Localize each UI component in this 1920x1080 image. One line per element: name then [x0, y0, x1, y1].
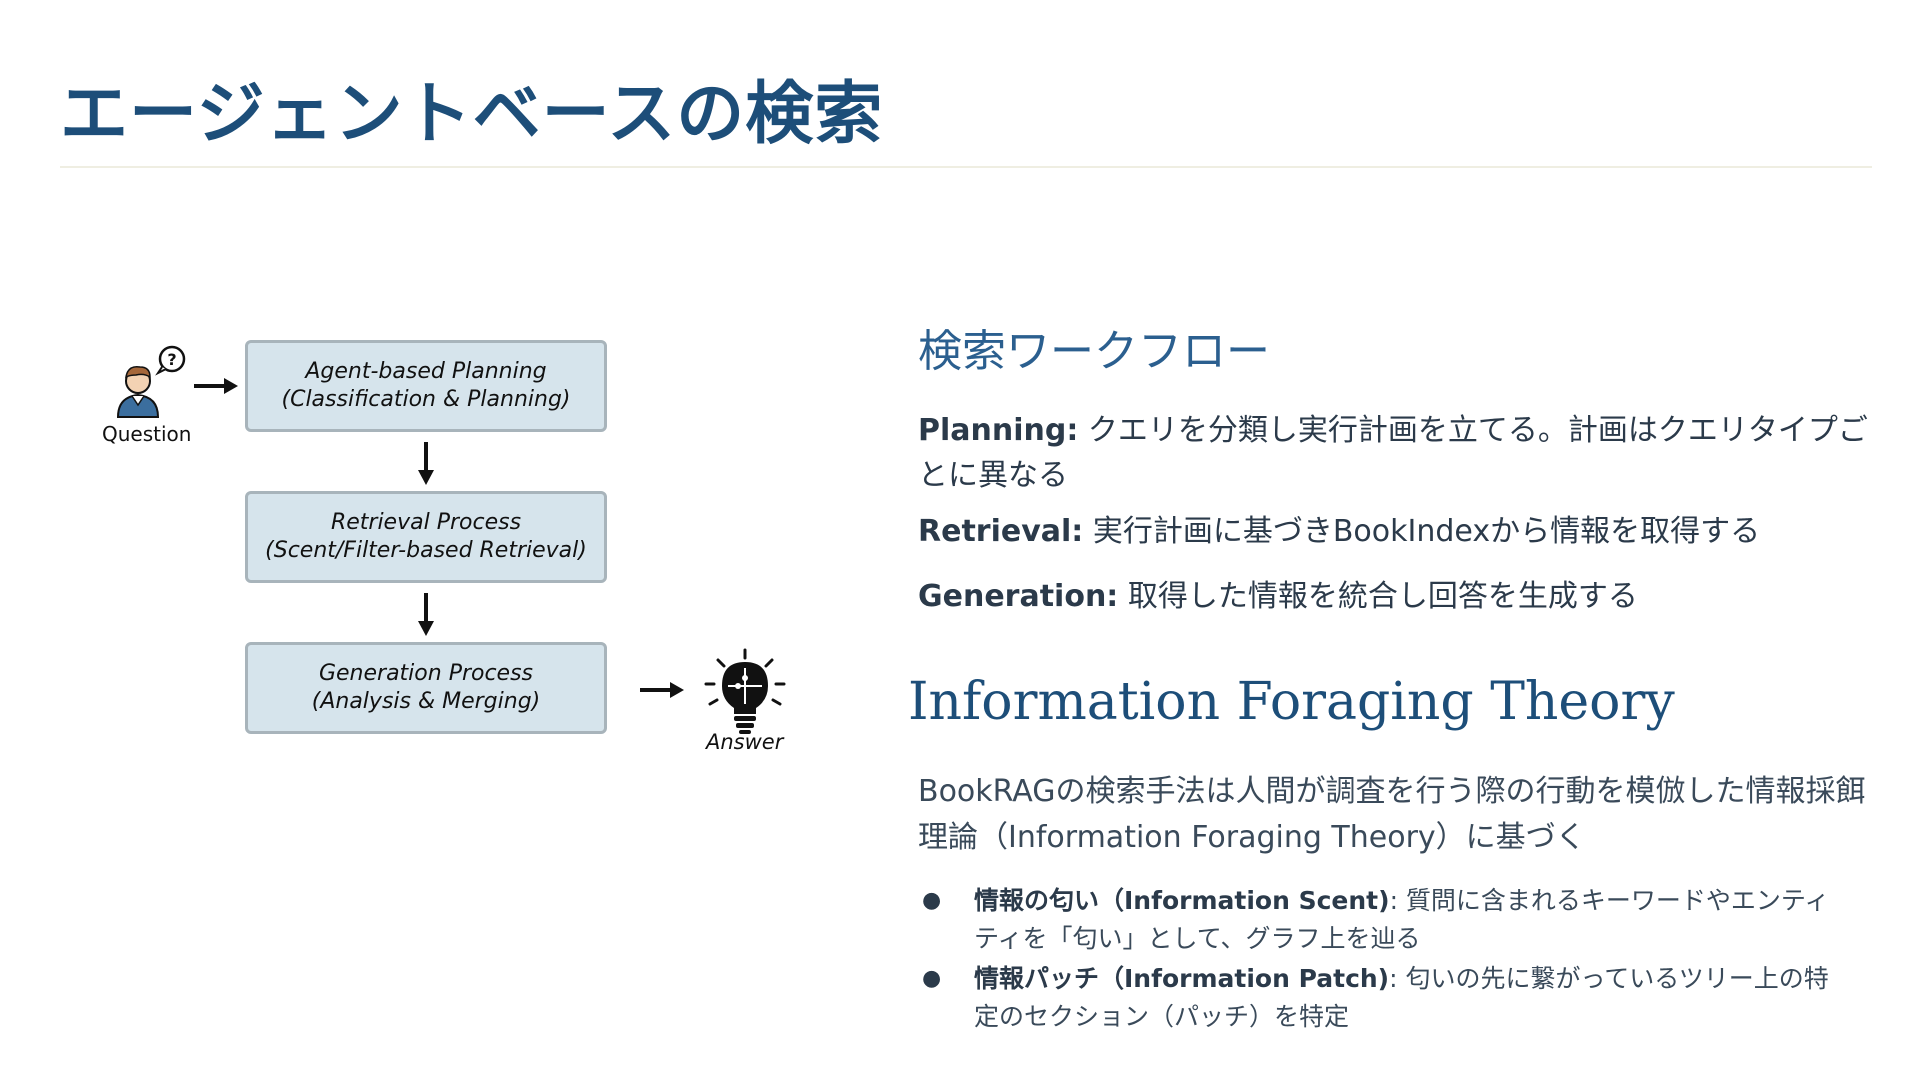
workflow-term: Retrieval:: [918, 514, 1084, 549]
step-retrieval-title: Retrieval Process: [330, 510, 522, 535]
bullet-dot-icon: ●: [922, 888, 942, 913]
step-generation-box: Generation Process (Analysis & Merging): [245, 642, 607, 734]
question-label: Question: [102, 422, 192, 446]
workflow-item-planning: Planning: クエリを分類し実行計画を立てる。計画はクエリタイプごとに異な…: [918, 408, 1878, 498]
bullet-term: 情報の匂い（Information Scent): [974, 886, 1390, 915]
arrow-right-icon: [194, 378, 238, 394]
ift-bullet-list: ● 情報の匂い（Information Scent): 質問に含まれるキーワードや…: [918, 882, 1848, 1038]
arrow-down-icon: [418, 593, 434, 636]
bullet-term: 情報パッチ（Information Patch): [974, 964, 1390, 993]
svg-text:?: ?: [167, 350, 176, 369]
agent-retrieval-diagram: ? Question Agent-based Planning (Classif…: [90, 330, 810, 770]
step-planning-subtitle: (Classification & Planning): [281, 387, 571, 412]
step-generation-subtitle: (Analysis & Merging): [311, 689, 541, 714]
workflow-term: Planning:: [918, 413, 1079, 448]
workflow-item-retrieval: Retrieval: 実行計画に基づきBookIndexから情報を取得する: [918, 509, 1878, 554]
step-planning-title: Agent-based Planning: [305, 359, 547, 384]
ift-heading: Information Foraging Theory: [908, 672, 1675, 732]
bullet-text: : 質問に含まれるキーワードやエンティティを「匂い」として、グラフ上を辿る: [974, 886, 1830, 953]
workflow-text: 取得した情報を統合し回答を生成する: [1118, 579, 1638, 614]
page-title: エージェントベースの検索: [60, 74, 884, 154]
ift-intro: BookRAGの検索手法は人間が調査を行う際の行動を模倣した情報採餌理論（Inf…: [918, 774, 1866, 855]
step-retrieval-subtitle: (Scent/Filter-based Retrieval): [265, 538, 587, 563]
answer-label: Answer: [706, 730, 784, 754]
step-retrieval-box: Retrieval Process (Scent/Filter-based Re…: [245, 491, 607, 583]
workflow-item-generation: Generation: 取得した情報を統合し回答を生成する: [918, 574, 1878, 619]
list-item: ● 情報の匂い（Information Scent): 質問に含まれるキーワードや…: [918, 882, 1848, 958]
workflow-term: Generation:: [918, 579, 1119, 614]
lightbulb-puzzle-icon: [704, 648, 786, 734]
workflow-text: クエリを分類し実行計画を立てる。計画はクエリタイプごとに異なる: [918, 413, 1868, 493]
bullet-text: : 匂いの先に繋がっているツリー上の特定のセクション（パッチ）を特定: [974, 964, 1829, 1031]
bullet-dot-icon: ●: [922, 966, 942, 991]
person-question-icon: ?: [116, 345, 186, 418]
arrow-down-icon: [418, 442, 434, 485]
arrow-right-icon: [640, 682, 684, 698]
list-item: ● 情報パッチ（Information Patch): 匂いの先に繋がっているツリ…: [918, 960, 1848, 1036]
title-divider: [60, 166, 1872, 168]
workflow-text: 実行計画に基づきBookIndexから情報を取得する: [1083, 514, 1761, 549]
step-planning-box: Agent-based Planning (Classification & P…: [245, 340, 607, 432]
workflow-heading: 検索ワークフロー: [918, 326, 1270, 377]
step-generation-title: Generation Process: [318, 661, 534, 686]
